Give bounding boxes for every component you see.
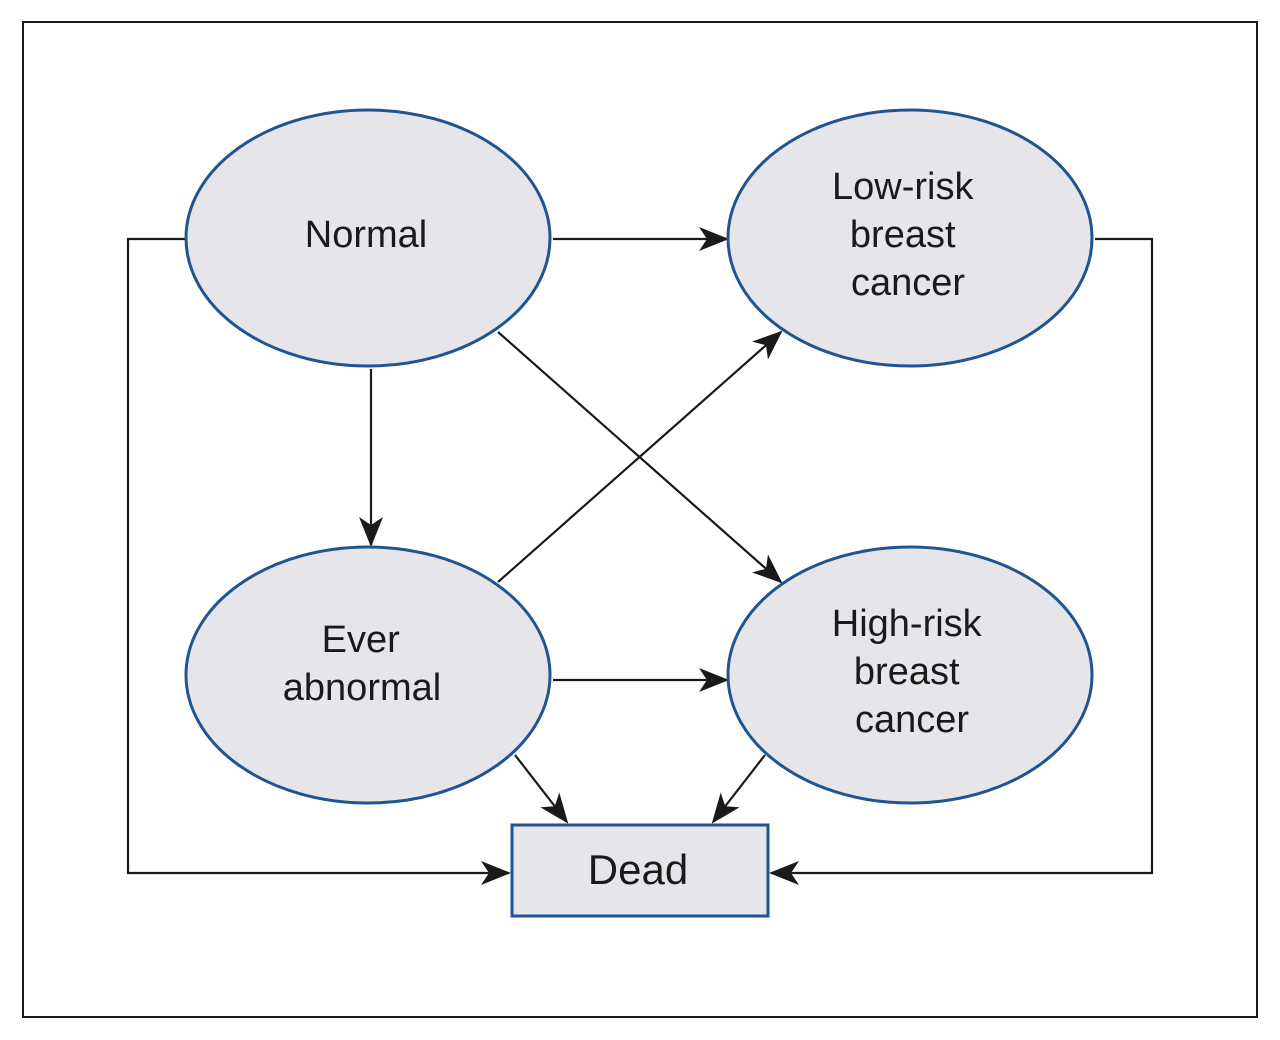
node-low-risk-line-1: Low-risk [832, 166, 974, 208]
edges-layer [126, 227, 1154, 885]
node-dead[interactable]: Dead [510, 823, 770, 918]
diagram-frame [22, 21, 1258, 1018]
node-high-risk-line-2: breast [854, 651, 960, 693]
node-dead-shape [510, 823, 770, 918]
node-ever-abnormal-line-2: abnormal [283, 667, 441, 709]
edge-normal-to-dead [126, 237, 511, 885]
node-ever-abnormal[interactable]: Ever abnormal [184, 545, 552, 805]
node-high-risk-breast-cancer[interactable]: High-risk breast cancer [726, 545, 1094, 805]
node-high-risk-line-1: High-risk [832, 603, 983, 645]
node-normal[interactable]: Normal [184, 108, 552, 368]
node-low-risk-breast-cancer[interactable]: Low-risk breast cancer [726, 108, 1094, 368]
edge-ever-abnormal-to-dead [514, 754, 569, 824]
node-low-risk-line-2: breast [850, 214, 956, 256]
node-low-risk-line-3: cancer [851, 262, 965, 304]
node-ever-abnormal-shape [184, 545, 552, 805]
node-low-risk-shape [726, 108, 1094, 368]
node-ever-abnormal-line-1: Ever [322, 619, 400, 661]
node-normal-line-1: Normal [305, 214, 427, 256]
node-normal-shape [184, 108, 552, 368]
node-low-risk-label: Low-risk breast cancer [832, 166, 984, 304]
node-high-risk-shape [726, 545, 1094, 805]
edge-high-risk-to-dead [711, 754, 766, 824]
node-high-risk-label: High-risk breast cancer [832, 603, 992, 741]
node-dead-line-1: Dead [588, 846, 688, 893]
node-dead-label: Dead [588, 846, 688, 893]
edge-ever-abnormal-to-low-risk [497, 330, 783, 583]
edge-low-risk-to-dead [769, 237, 1154, 885]
node-ever-abnormal-label: Ever abnormal [283, 619, 441, 709]
node-normal-label: Normal [305, 214, 427, 256]
node-high-risk-line-3: cancer [855, 699, 969, 741]
